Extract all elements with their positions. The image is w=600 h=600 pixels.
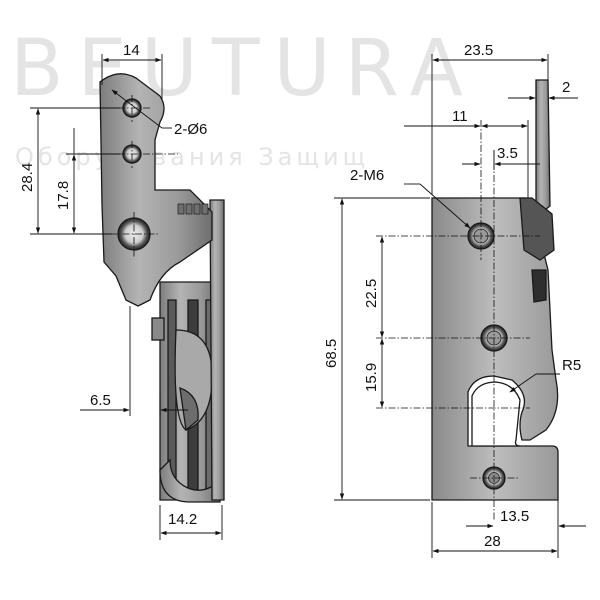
dim-side-height-total-label: 28.4 xyxy=(19,163,36,192)
dim-front-hole-spacing-x: 11 xyxy=(404,108,529,198)
side-view: 14 2-Ø6 28.4 17.8 6.5 xyxy=(19,42,225,540)
dim-front-hole-spacing-y: 22.5 xyxy=(363,236,385,338)
front-view: 23.5 2 11 3.5 2-M6 xyxy=(323,42,586,558)
front-centerlines xyxy=(376,120,540,520)
dim-side-holes: 2-Ø6 xyxy=(111,89,207,138)
dim-front-hole-offset: 3.5 xyxy=(462,145,540,170)
watermark-brand: BEUTURA xyxy=(10,24,477,114)
dim-front-top-width-label: 23.5 xyxy=(464,42,493,59)
dim-side-base-width: 14.2 xyxy=(159,505,223,540)
dim-side-base-width-label: 14.2 xyxy=(168,511,197,528)
side-body xyxy=(151,281,221,503)
dim-side-height-inner: 17.8 xyxy=(55,128,120,234)
dim-front-threads: 2-M6 xyxy=(350,167,471,229)
dim-front-total-height-label: 68.5 xyxy=(323,339,340,368)
dim-front-radius: R5 xyxy=(509,357,581,393)
front-latch-lever xyxy=(535,79,551,216)
dim-side-height-inner-label: 17.8 xyxy=(55,181,72,210)
watermark: BEUTURA Оборудования Защищ xyxy=(10,24,477,171)
watermark-subtitle: Оборудования Защищ xyxy=(15,143,369,171)
dim-side-offset: 6.5 xyxy=(80,306,188,416)
dim-front-base-width: 28 xyxy=(431,502,559,558)
side-centerlines xyxy=(110,95,178,258)
dim-front-plate-thickness: 2 xyxy=(508,79,578,104)
side-arm-teeth xyxy=(177,203,209,215)
dim-side-holes-label: 2-Ø6 xyxy=(174,121,207,138)
side-mount-plate xyxy=(209,199,225,501)
dim-front-bottom-hole-label: 13.5 xyxy=(500,508,529,525)
dim-front-slot-offset-label: 15.9 xyxy=(363,363,380,392)
dim-front-hole-offset-label: 3.5 xyxy=(497,145,518,162)
front-latch-hinge xyxy=(519,197,555,261)
dim-front-total-height: 68.5 xyxy=(323,197,430,501)
dim-front-plate-thickness-label: 2 xyxy=(562,79,570,96)
dim-side-top-width-label: 14 xyxy=(123,42,140,59)
dim-front-radius-label: R5 xyxy=(562,357,581,374)
dim-front-threads-label: 2-M6 xyxy=(350,167,384,184)
dim-front-base-width-label: 28 xyxy=(484,533,501,550)
front-slot xyxy=(471,381,521,447)
dim-front-slot-offset: 15.9 xyxy=(363,338,385,408)
dim-side-offset-label: 6.5 xyxy=(90,392,111,409)
dim-side-top-width: 14 xyxy=(101,42,163,100)
dim-front-top-width: 23.5 xyxy=(431,42,549,195)
dim-front-hole-spacing-y-label: 22.5 xyxy=(363,279,380,308)
front-latch-tab xyxy=(531,269,547,303)
dim-front-bottom-hole: 13.5 xyxy=(466,500,586,534)
dim-side-height-total: 28.4 xyxy=(19,107,120,235)
dim-front-hole-spacing-x-label: 11 xyxy=(452,108,468,125)
